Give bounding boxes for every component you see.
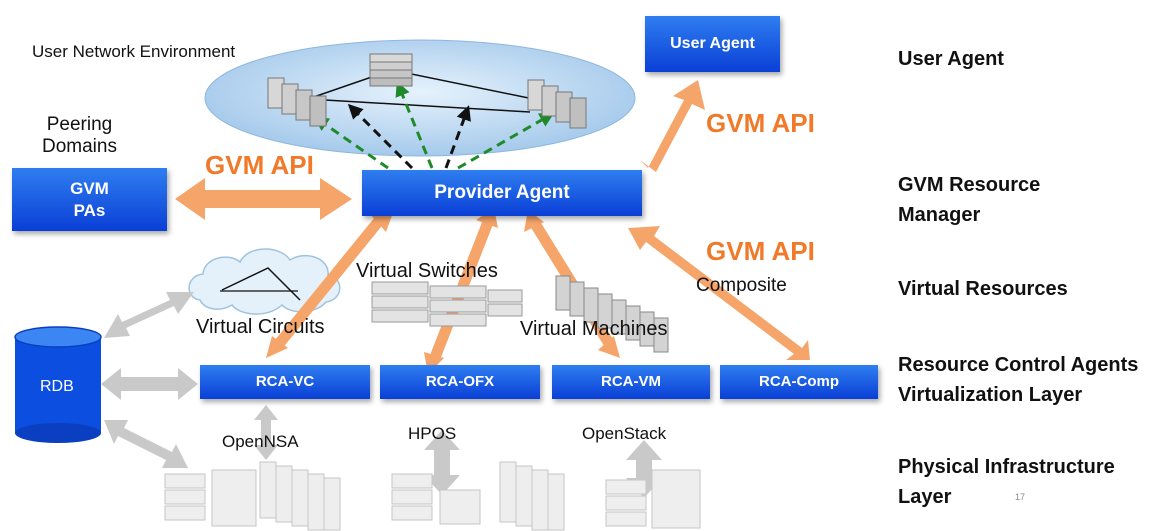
physical-servers-icon — [605, 469, 701, 529]
virtual-machines-label: Virtual Machines — [520, 318, 668, 340]
layer-virtual-resources: Virtual Resources — [898, 278, 1068, 300]
circuit-line — [221, 267, 301, 301]
vm-bottom-head — [598, 336, 620, 358]
orange-arrows — [175, 80, 810, 360]
virtual-circuits-label: Virtual Circuits — [196, 316, 325, 338]
opennsa-label: OpenNSA — [222, 432, 299, 451]
rca-comp-box: RCA-Comp — [720, 365, 878, 399]
hpos-label: HPOS — [408, 424, 457, 443]
peering-arrow — [175, 178, 352, 220]
physical-servers-icon — [391, 461, 565, 531]
rdb-vc-arrow — [101, 368, 198, 400]
green-dash-arrow — [395, 81, 434, 169]
virtual-switches-icon — [371, 281, 523, 327]
rca-vm-box: RCA-VM — [552, 365, 710, 399]
vc-infra-arrow — [254, 405, 278, 460]
peering-domains-label: Peering Domains — [42, 114, 117, 157]
composite-label: Composite — [696, 275, 787, 296]
provider-agent-box: Provider Agent — [362, 170, 642, 216]
green-dash-arrow — [457, 112, 555, 170]
physical-servers-icon — [164, 461, 341, 531]
user-network-label: User Network Environment — [32, 42, 236, 61]
gvm-api-label-left: GVM API — [205, 150, 314, 180]
rdb-cylinder — [14, 326, 102, 443]
env-server-icon — [527, 79, 587, 129]
env-server-icon — [267, 77, 327, 127]
rdb-cloud-arrow — [104, 292, 194, 338]
layer-rca: Resource Control Agents Virtualization L… — [898, 354, 1139, 406]
gvm-api-label-right: GVM API — [706, 236, 815, 266]
rdb-label: RDB — [40, 378, 74, 395]
dashed-arrows — [313, 81, 555, 170]
composite-arrow — [628, 226, 810, 360]
useragent-arrow — [640, 80, 705, 172]
gvm-pas-box: GVM PAs — [12, 168, 167, 231]
gvm-api-label-top: GVM API — [706, 108, 815, 138]
layer-user-agent: User Agent — [898, 48, 1004, 70]
virtual-machines-icon — [555, 275, 669, 353]
page-number: 17 — [1015, 492, 1026, 502]
rca-vc-box: RCA-VC — [200, 365, 370, 399]
rca-ofx-box: RCA-OFX — [380, 365, 540, 399]
openstack-label: OpenStack — [582, 424, 667, 443]
vc-provider-line — [272, 216, 384, 351]
virtual-switches-label: Virtual Switches — [356, 260, 498, 282]
ofx-infra-arrow — [424, 430, 460, 495]
env-server-icon — [369, 53, 413, 87]
rdb-infra-arrow — [104, 420, 188, 468]
layer-gvm-resource-manager: GVM Resource Manager — [898, 174, 1041, 226]
black-dash-arrow — [444, 105, 471, 169]
vc-bottom-head — [266, 336, 288, 358]
layer-physical: Physical Infrastructure Layer — [898, 456, 1115, 508]
user-agent-box: User Agent — [645, 16, 780, 72]
network-link — [324, 99, 531, 113]
